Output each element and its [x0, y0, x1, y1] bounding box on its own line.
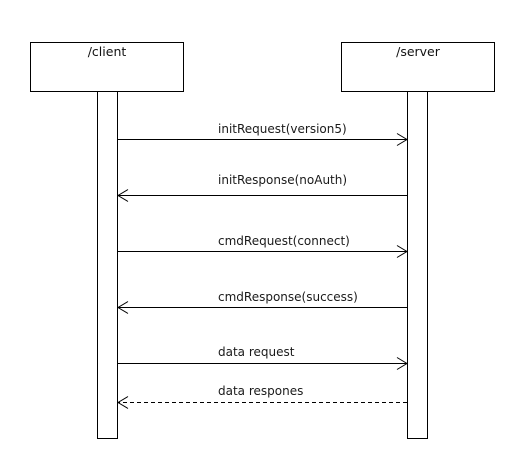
message-label-init-response: initResponse(noAuth): [218, 173, 347, 187]
arrowhead-cmd-request: [396, 245, 408, 258]
activation-bar-client: [97, 91, 118, 439]
participant-box-client: [30, 42, 184, 92]
activation-bar-server: [407, 91, 428, 439]
participant-box-server: [341, 42, 495, 92]
message-label-data-response: data respones: [218, 384, 303, 398]
message-label-cmd-response: cmdResponse(success): [218, 290, 358, 304]
message-label-data-request: data request: [218, 345, 295, 359]
arrowhead-init-response: [117, 189, 129, 202]
arrowhead-cmd-response: [117, 301, 129, 314]
message-label-init-request: initRequest(version5): [218, 122, 347, 136]
participant-label-client: /client: [88, 44, 127, 59]
arrowhead-init-request: [396, 133, 408, 146]
arrowhead-data-request: [396, 357, 408, 370]
message-label-cmd-request: cmdRequest(connect): [218, 234, 350, 248]
participant-label-server: /server: [396, 44, 441, 59]
arrowhead-data-response: [117, 396, 129, 409]
